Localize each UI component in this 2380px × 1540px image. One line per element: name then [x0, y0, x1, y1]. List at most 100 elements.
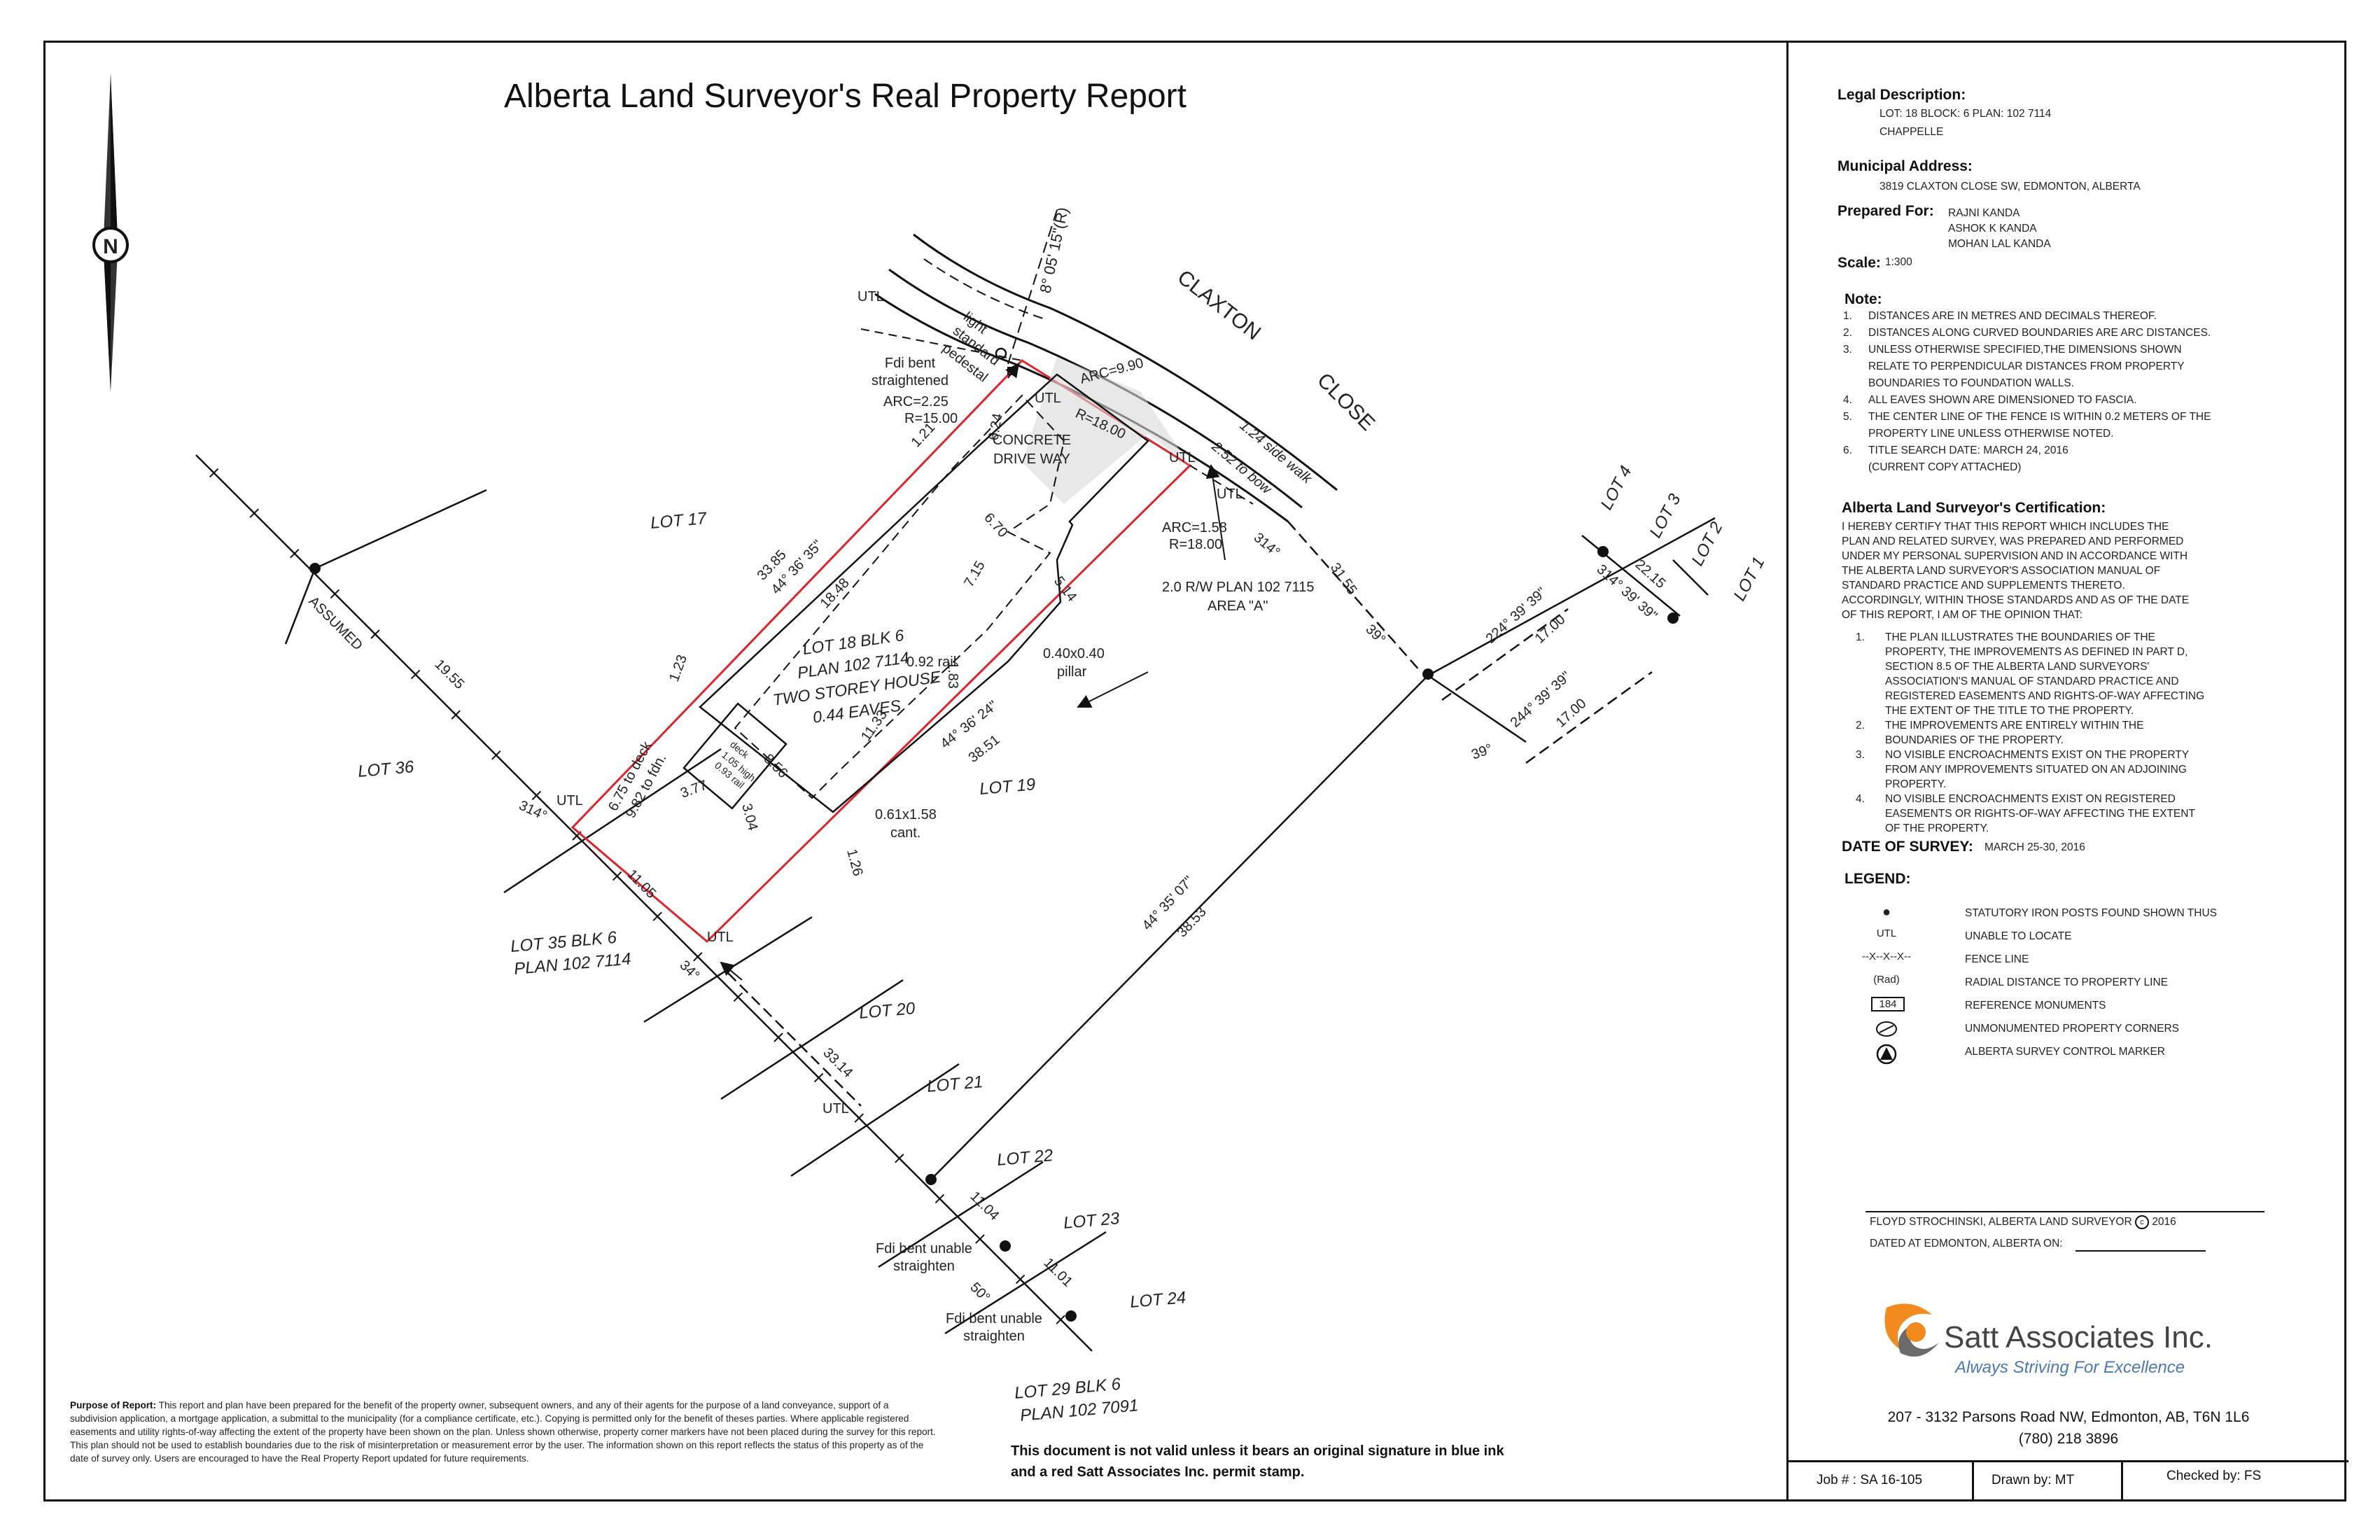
cert-item-line: BOUNDARIES OF THE PROPERTY. [1885, 734, 2064, 746]
footer-divider-1 [1972, 1460, 1974, 1502]
legend-row: 184 REFERENCE MONUMENTS [1844, 997, 2334, 1018]
cert-item-line: REGISTERED EASEMENTS AND RIGHTS-OF-WAY A… [1885, 690, 2205, 702]
note-item: PROPERTY LINE UNLESS OTHERWISE NOTED. [1868, 428, 2114, 440]
svg-text:AREA "A": AREA "A" [1208, 598, 1268, 614]
plan-annotations: CONCRETE DRIVE WAY light standard pedest… [305, 289, 1315, 1344]
note-item: 4.ALL EAVES SHOWN ARE DIMENSIONED TO FAS… [1843, 394, 2137, 406]
cert-line: I HEREBY CERTIFY THAT THIS REPORT WHICH … [1842, 521, 2169, 533]
svg-text:straighten: straighten [963, 1329, 1025, 1344]
svg-text:straighten: straighten [893, 1259, 955, 1274]
note-item: 2.DISTANCES ALONG CURVED BOUNDARIES ARE … [1843, 327, 2211, 339]
lot-2: LOT 2 [1688, 519, 1726, 569]
drawn-by: Drawn by: MT [1991, 1473, 2075, 1488]
footer-divider-2 [2121, 1460, 2123, 1502]
svg-text:UTL: UTL [1169, 450, 1196, 465]
lot-19: LOT 19 [979, 775, 1036, 799]
svg-text:39°: 39° [1469, 741, 1494, 763]
unmonumented-corner-icon [1844, 1020, 1928, 1041]
reference-monument-icon: 184 [1871, 997, 1905, 1011]
prepared-heading: Prepared For: [1837, 203, 1934, 219]
svg-text:UTL: UTL [1217, 486, 1243, 502]
cert-line: PLAN AND RELATED SURVEY, WAS PREPARED AN… [1842, 536, 2184, 547]
svg-text:38.53: 38.53 [1175, 904, 1210, 941]
company-name: Satt Associates Inc. [1944, 1320, 2213, 1354]
svg-text:ARC=1.58: ARC=1.58 [1162, 520, 1227, 536]
svg-text:1.23: 1.23 [666, 653, 690, 684]
svg-text:ASSUMED: ASSUMED [305, 594, 365, 653]
svg-text:UTL: UTL [707, 930, 734, 945]
bearing-radial: 8° 05' 15"(R) [1036, 206, 1071, 295]
legend-heading: LEGEND: [1844, 871, 1911, 887]
svg-text:11.04: 11.04 [967, 1189, 1002, 1224]
legend-symbol: UTL [1876, 927, 1897, 939]
legend-text: REFERENCE MONUMENTS [1965, 1000, 2106, 1011]
svg-text:19.55: 19.55 [431, 657, 467, 692]
cert-item-line: SECTION 8.5 OF THE ALBERTA LAND SURVEYOR… [1885, 661, 2150, 673]
scale-value: 1:300 [1885, 256, 1912, 268]
dimension-labels: 33.85 44° 36' 35" 18.48 1.21 6.24 6.70 7… [431, 412, 1668, 1306]
cert-item-line: EASEMENTS OR RIGHTS-OF-WAY AFFECTING THE… [1885, 808, 2195, 820]
svg-text:Fdi bent unable: Fdi bent unable [946, 1311, 1042, 1326]
company-address: 207 - 3132 Parsons Road NW, Edmonton, AB… [1887, 1409, 2250, 1425]
footer-rule [1788, 1460, 2348, 1462]
municipal-address: 3819 CLAXTON CLOSE SW, EDMONTON, ALBERTA [1879, 181, 2141, 192]
svg-text:straightened: straightened [872, 373, 948, 388]
certification-items: 1.THE PLAN ILLUSTRATES THE BOUNDARIES OF… [1856, 630, 2204, 836]
cert-item-line: PROPERTY, THE IMPROVEMENTS AS DEFINED IN… [1885, 646, 2188, 658]
subject-lot-text: LOT 18 BLK 6 PLAN 102 7114 TWO STOREY HO… [771, 626, 942, 727]
legend-row: ALBERTA SURVEY CONTROL MARKER [1844, 1043, 2334, 1065]
lot-20: LOT 20 [858, 999, 916, 1023]
svg-text:34°: 34° [676, 958, 702, 983]
legend-row: --X--X--X--FENCE LINE [1844, 951, 2334, 972]
legend-row: (Rad)RADIAL DISTANCE TO PROPERTY LINE [1844, 974, 2334, 995]
purpose-heading: Purpose of Report: [70, 1400, 157, 1410]
legend-symbol: (Rad) [1873, 974, 1900, 986]
legal-heading: Legal Description: [1837, 87, 1966, 103]
certification-text: I HEREBY CERTIFY THAT THIS REPORT WHICH … [1842, 519, 2189, 622]
legend-row: UNMONUMENTED PROPERTY CORNERS [1844, 1020, 2334, 1041]
iron-post-icon: ● [1882, 904, 1891, 920]
lot-labels: LOT 17 LOT 36 LOT 35 BLK 6 PLAN 102 7114… [357, 463, 1768, 1425]
report-title: Alberta Land Surveyor's Real Property Re… [504, 78, 1186, 115]
svg-text:ARC=2.25: ARC=2.25 [883, 394, 948, 410]
lot-1: LOT 1 [1730, 554, 1768, 604]
info-panel: Legal Description: LOT: 18 BLOCK: 6 PLAN… [1786, 41, 2348, 1502]
lot-22: LOT 22 [996, 1146, 1054, 1170]
lot-21: LOT 21 [926, 1072, 983, 1096]
legal-line-1: LOT: 18 BLOCK: 6 PLAN: 102 7114 [1879, 108, 2052, 120]
svg-text:17.00: 17.00 [1532, 612, 1569, 647]
satt-logo-icon [1884, 1303, 1939, 1357]
certification-heading: Alberta Land Surveyor's Certification: [1842, 500, 2106, 516]
svg-text:50°: 50° [967, 1280, 993, 1306]
lot-23: LOT 23 [1063, 1209, 1121, 1233]
concrete-driveway [1022, 357, 1190, 504]
svg-text:DRIVE WAY: DRIVE WAY [993, 451, 1070, 467]
svg-text:UTL: UTL [858, 289, 884, 304]
svg-text:Fdi bent: Fdi bent [885, 356, 936, 371]
light-standard-icon [995, 347, 1007, 360]
company-phone: (780) 218 3896 [2018, 1431, 2119, 1447]
cert-item-line: FROM ANY IMPROVEMENTS SITUATED ON AN ADJ… [1885, 764, 2187, 776]
note-item: (CURRENT COPY ATTACHED) [1868, 461, 2022, 473]
legend-text: UNABLE TO LOCATE [1965, 930, 2072, 942]
survey-control-marker-icon [1844, 1043, 1928, 1068]
svg-text:R=18.00: R=18.00 [1169, 537, 1222, 552]
legend-text: UNMONUMENTED PROPERTY CORNERS [1965, 1023, 2180, 1035]
svg-text:33.14: 33.14 [820, 1045, 855, 1081]
legend-row: ●STATUTORY IRON POSTS FOUND SHOWN THUS [1844, 904, 2334, 925]
purpose-text: This report and plan have been prepared … [70, 1400, 936, 1464]
svg-text:1.26: 1.26 [844, 848, 865, 878]
radial-line [1007, 209, 1058, 365]
fence-x-marks [209, 468, 1065, 1324]
legend-text: ALBERTA SURVEY CONTROL MARKER [1965, 1046, 2165, 1058]
dated-line: DATED AT EDMONTON, ALBERTA ON: [1870, 1238, 2063, 1250]
iron-posts [309, 546, 1679, 1322]
job-number: Job # : SA 16-105 [1816, 1473, 1923, 1488]
copyright-icon: c [2135, 1215, 2149, 1229]
note-item: BOUNDARIES TO FOUNDATION WALLS. [1868, 377, 2074, 389]
lot-17: LOT 17 [650, 509, 708, 533]
svg-text:UTL: UTL [556, 793, 583, 808]
svg-text:cant.: cant. [890, 825, 920, 841]
pedestal-icon [1007, 367, 1016, 375]
svg-text:UTL: UTL [822, 1101, 849, 1116]
